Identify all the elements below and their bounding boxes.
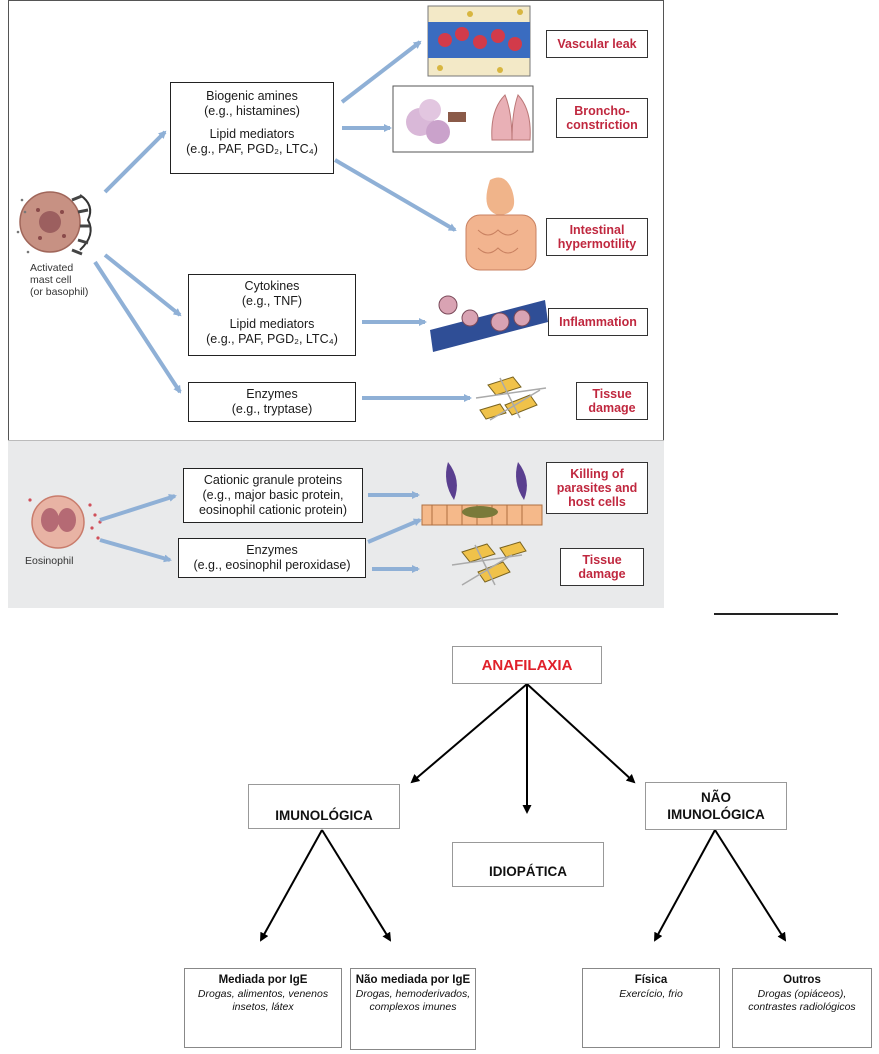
branch-label: IDIOPÁTICA: [488, 864, 567, 879]
branch-idiopatica: IDIOPÁTICA: [452, 842, 604, 887]
mediator-box-cationic-proteins: Cationic granule proteins (e.g., major b…: [183, 468, 363, 523]
effect-label: Vascular leak: [557, 37, 637, 51]
inflammation-illustration: [430, 295, 548, 352]
effect-label: Tissue damage: [588, 387, 636, 415]
mediator-box-enzymes-tryptase: Enzymes (e.g., tryptase): [188, 382, 356, 422]
effect-inflammation: Inflammation: [548, 308, 648, 336]
leaf-title: Outros: [783, 974, 821, 986]
mast-cell-icon: [16, 191, 92, 256]
branch-label: NÃO IMUNOLÓGICA: [667, 790, 765, 822]
parasite-killing-illustration: [421, 462, 543, 526]
branch-imunologica: IMUNOLÓGICA: [248, 784, 400, 829]
mediator-to-effect-arrows: [333, 40, 472, 573]
cell-to-mediator-arrows: [93, 130, 182, 563]
eosinophil-label: Eosinophil: [25, 555, 74, 567]
leaf-mediada-ige: Mediada por IgE Drogas, alimentos, venen…: [184, 968, 342, 1048]
mediator-line: Cationic granule proteins: [203, 473, 343, 487]
mediator-line: Biogenic amines: [206, 89, 298, 103]
mediator-line: (e.g., PAF, PGD₂, LTC₄): [186, 142, 318, 156]
effect-label: Inflammation: [559, 315, 637, 329]
mast-cell-label: Activated mast cell (or basophil): [30, 262, 89, 298]
leaf-description: Exercício, frio: [619, 988, 683, 1000]
mediator-line: (e.g., major basic protein,: [202, 488, 344, 502]
root-label: ANAFILAXIA: [481, 656, 573, 674]
mediator-line: eosinophil cationic protein): [198, 503, 347, 517]
tissue-damage-illustration: [475, 376, 547, 421]
branch-nao-imunologica: NÃO IMUNOLÓGICA: [645, 782, 787, 830]
mediator-line: (e.g., tryptase): [231, 402, 313, 416]
eosinophil-icon: [28, 495, 102, 549]
effect-label: Intestinal hypermotility: [557, 223, 637, 251]
branch-label: IMUNOLÓGICA: [275, 808, 373, 823]
effect-vascular-leak: Vascular leak: [546, 30, 648, 58]
mediator-line: Lipid mediators: [229, 317, 315, 331]
bronchoconstriction-illustration: [392, 85, 534, 153]
effect-label: Tissue damage: [578, 553, 626, 581]
mediator-line: (e.g., histamines): [204, 104, 300, 118]
leaf-fisica: Física Exercício, frio: [582, 968, 720, 1048]
mediator-line: Enzymes: [246, 387, 298, 401]
effect-killing-parasites: Killing of parasites and host cells: [546, 462, 648, 514]
leaf-title: Física: [634, 974, 668, 986]
leaf-title: Não mediada por IgE: [355, 974, 471, 986]
mediator-box-cytokines-lipids: Cytokines (e.g., TNF) Lipid mediators (e…: [188, 274, 356, 356]
leaf-nao-mediada-ige: Não mediada por IgE Drogas, hemoderivado…: [350, 968, 476, 1050]
leaf-title: Mediada por IgE: [218, 974, 308, 986]
effect-tissue-damage: Tissue damage: [576, 382, 648, 420]
mediator-line: Lipid mediators: [209, 127, 295, 141]
leaf-description: Drogas, alimentos, venenos insetos, láte…: [197, 988, 329, 1013]
mediator-box-amines-lipids: Biogenic amines (e.g., histamines) Lipid…: [170, 82, 334, 174]
effect-eosinophil-tissue-damage: Tissue damage: [560, 548, 644, 586]
mediator-line: (e.g., PAF, PGD₂, LTC₄): [206, 332, 338, 346]
effect-intestinal-hypermotility: Intestinal hypermotility: [546, 218, 648, 256]
leaf-description: Drogas (opiáceos), contrastes radiológic…: [748, 988, 856, 1013]
effect-label: Broncho- constriction: [566, 104, 638, 132]
mediator-box-eosinophil-peroxidase: Enzymes (e.g., eosinophil peroxidase): [178, 538, 366, 578]
effect-bronchoconstriction: Broncho- constriction: [556, 98, 648, 138]
vascular-leak-illustration: [427, 5, 531, 77]
mediator-line: Cytokines: [244, 279, 300, 293]
intestine-illustration: [465, 177, 537, 271]
divider-line: [714, 613, 838, 615]
eosinophil-tissue-damage-illustration: [451, 541, 527, 586]
mediator-line: (e.g., TNF): [241, 294, 303, 308]
leaf-description: Drogas, hemoderivados, complexos imunes: [355, 988, 471, 1013]
mediator-line: (e.g., eosinophil peroxidase): [193, 558, 351, 572]
effect-label: Killing of parasites and host cells: [556, 467, 638, 509]
mediator-line: Enzymes: [246, 543, 298, 557]
leaf-outros: Outros Drogas (opiáceos), contrastes rad…: [732, 968, 872, 1048]
root-anafilaxia: ANAFILAXIA: [452, 646, 602, 684]
top-illustration-layer: [16, 5, 548, 586]
